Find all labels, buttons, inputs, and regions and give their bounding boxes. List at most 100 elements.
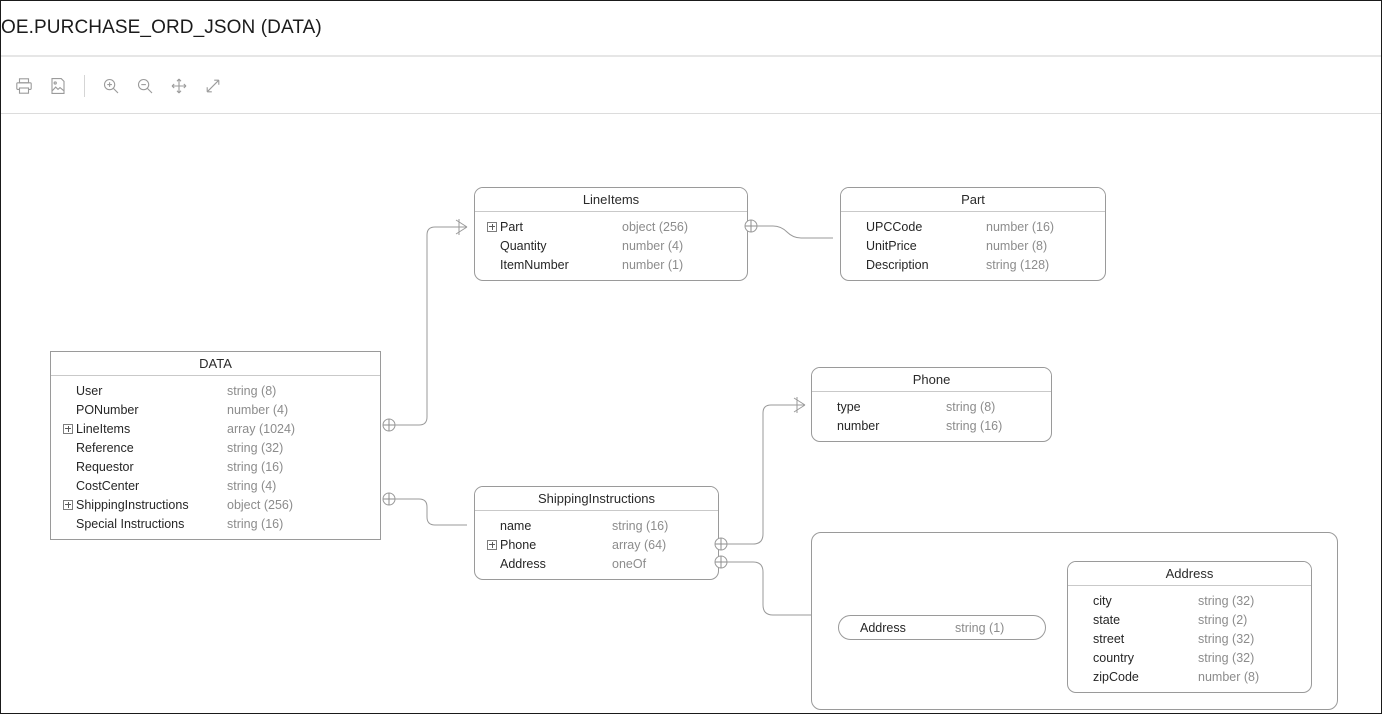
entity-lineitems-title: LineItems xyxy=(475,188,747,212)
endpoint-data-shipping xyxy=(382,492,396,506)
fit-screen-icon[interactable] xyxy=(196,69,230,103)
field-name: LineItems xyxy=(76,421,131,436)
field-name: Reference xyxy=(76,440,134,455)
table-row[interactable]: zipCode number (8) xyxy=(1068,667,1311,686)
entity-phone-title: Phone xyxy=(812,368,1051,392)
field-name: ItemNumber xyxy=(500,257,569,272)
entity-part-title: Part xyxy=(841,188,1105,212)
field-type: array (1024) xyxy=(227,421,296,436)
field-type: string (16) xyxy=(612,518,669,533)
table-row[interactable]: street string (32) xyxy=(1068,629,1311,648)
field-name: Address xyxy=(860,620,906,635)
page-title: OE.PURCHASE_ORD_JSON (DATA) xyxy=(1,17,322,38)
link-data-lineitems xyxy=(389,226,467,426)
field-type: string (32) xyxy=(227,440,284,455)
table-row[interactable]: Phone array (64) xyxy=(475,535,718,554)
table-row[interactable]: Description string (128) xyxy=(841,255,1105,274)
entity-lineitems[interactable]: LineItems Part object (256) Quantity num… xyxy=(474,187,748,281)
expand-plus-icon[interactable] xyxy=(487,539,497,550)
field-type: string (4) xyxy=(227,478,277,493)
entity-part-rows: UPCCode number (16) UnitPrice number (8)… xyxy=(841,212,1105,280)
link-data-shipping xyxy=(389,498,467,526)
diagram-canvas[interactable]: LineItems Part object (256) Quantity num… xyxy=(1,115,1381,713)
endpoint-shipping-address xyxy=(714,555,728,569)
field-name: PONumber xyxy=(76,402,139,417)
field-name: Description xyxy=(866,257,929,272)
table-row[interactable]: ItemNumber number (1) xyxy=(475,255,747,274)
address-oneof-group[interactable]: Address string (1) Address city string (… xyxy=(811,532,1338,710)
table-row[interactable]: UnitPrice number (8) xyxy=(841,236,1105,255)
entity-data-rows: User string (8) PONumber number (4) Line… xyxy=(51,376,380,539)
table-row[interactable]: User string (8) xyxy=(51,381,380,400)
field-name: Requestor xyxy=(76,459,134,474)
print-icon[interactable] xyxy=(7,69,41,103)
pan-icon[interactable] xyxy=(162,69,196,103)
field-type: string (8) xyxy=(227,383,277,398)
field-name: country xyxy=(1093,650,1134,665)
table-row[interactable]: Requestor string (16) xyxy=(51,457,380,476)
field-name: UnitPrice xyxy=(866,238,917,253)
field-name: Part xyxy=(500,219,523,234)
table-row[interactable]: LineItems array (1024) xyxy=(51,419,380,438)
link-lineitems-part xyxy=(749,225,833,239)
table-row[interactable]: Reference string (32) xyxy=(51,438,380,457)
expand-plus-icon[interactable] xyxy=(63,423,73,434)
table-row[interactable]: number string (16) xyxy=(812,416,1051,435)
table-row[interactable]: Special Instructions string (16) xyxy=(51,514,380,533)
entity-lineitems-rows: Part object (256) Quantity number (4) It… xyxy=(475,212,747,280)
entity-part[interactable]: Part UPCCode number (16) UnitPrice numbe… xyxy=(840,187,1106,281)
table-row[interactable]: country string (32) xyxy=(1068,648,1311,667)
field-name: street xyxy=(1093,631,1125,646)
field-name: Special Instructions xyxy=(76,516,185,531)
field-type: string (32) xyxy=(1198,593,1255,608)
field-name: type xyxy=(837,399,861,414)
field-name: Phone xyxy=(500,537,537,552)
field-type: string (1) xyxy=(955,620,1005,635)
table-row[interactable]: type string (8) xyxy=(812,397,1051,416)
crowfoot-phone xyxy=(793,397,806,413)
table-row[interactable]: PONumber number (4) xyxy=(51,400,380,419)
expand-plus-icon[interactable] xyxy=(63,499,73,510)
field-name: ShippingInstructions xyxy=(76,497,189,512)
table-row[interactable]: Address oneOf xyxy=(475,554,718,573)
field-type: oneOf xyxy=(612,556,647,571)
table-row[interactable]: Part object (256) xyxy=(475,217,747,236)
field-type: number (8) xyxy=(986,238,1048,253)
endpoint-lineitems-part xyxy=(744,219,758,233)
expand-plus-icon[interactable] xyxy=(487,221,497,232)
table-row[interactable]: state string (2) xyxy=(1068,610,1311,629)
table-row[interactable]: city string (32) xyxy=(1068,591,1311,610)
crowfoot-lineitems xyxy=(455,219,468,235)
table-row[interactable]: Quantity number (4) xyxy=(475,236,747,255)
save-image-icon[interactable] xyxy=(41,69,75,103)
entity-shippinginstructions[interactable]: ShippingInstructions name string (16) Ph… xyxy=(474,486,719,580)
entity-address[interactable]: Address city string (32) state string (2… xyxy=(1067,561,1312,693)
entity-data-title: DATA xyxy=(51,352,380,376)
field-type: number (16) xyxy=(986,219,1055,234)
toolbar-separator xyxy=(84,75,85,97)
table-row[interactable]: UPCCode number (16) xyxy=(841,217,1105,236)
field-type: array (64) xyxy=(612,537,667,552)
entity-shippinginstructions-rows: name string (16) Phone array (64) Addres… xyxy=(475,511,718,579)
field-type: string (2) xyxy=(1198,612,1248,627)
field-name: Quantity xyxy=(500,238,547,253)
field-type: number (4) xyxy=(227,402,289,417)
endpoint-layer xyxy=(382,219,758,569)
field-type: string (16) xyxy=(227,516,284,531)
zoom-out-icon[interactable] xyxy=(128,69,162,103)
field-name: User xyxy=(76,383,103,398)
field-name: Address xyxy=(500,556,546,571)
field-type: string (32) xyxy=(1198,650,1255,665)
entity-data[interactable]: DATA User string (8) PONumber number (4)… xyxy=(50,351,381,540)
entity-phone[interactable]: Phone type string (8) number string (16) xyxy=(811,367,1052,442)
field-type: string (8) xyxy=(946,399,996,414)
table-row[interactable]: CostCenter string (4) xyxy=(51,476,380,495)
field-type: number (4) xyxy=(622,238,684,253)
zoom-in-icon[interactable] xyxy=(94,69,128,103)
address-string-node[interactable]: Address string (1) xyxy=(838,615,1046,640)
endpoint-data-lineitems xyxy=(382,418,396,432)
connector-layer xyxy=(389,219,833,616)
table-row[interactable]: ShippingInstructions object (256) xyxy=(51,495,380,514)
table-row[interactable]: name string (16) xyxy=(475,516,718,535)
